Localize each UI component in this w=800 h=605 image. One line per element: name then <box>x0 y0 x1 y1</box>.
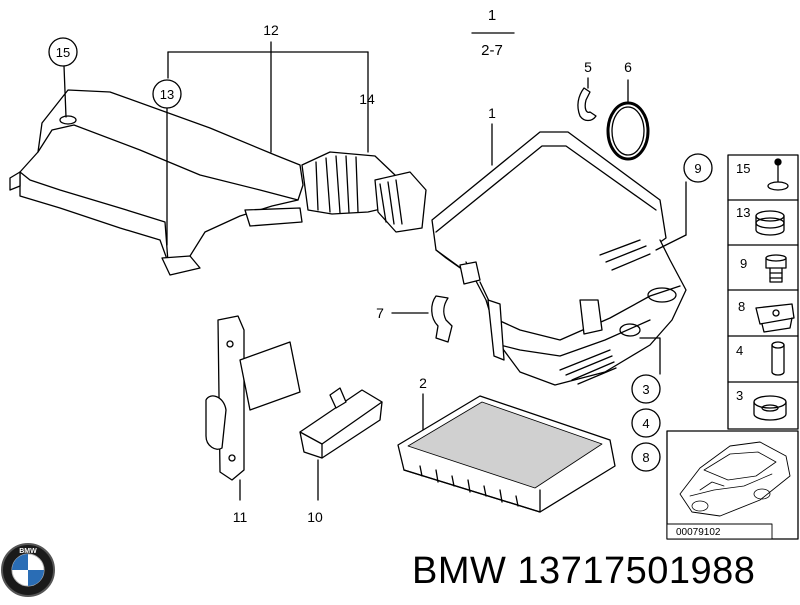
legend-row-4: 4 <box>736 343 743 358</box>
label-7: 7 <box>376 305 384 321</box>
diagram-code: 00079102 <box>676 527 721 538</box>
callouts-3-4-8: 3 4 8 <box>631 337 661 472</box>
callout-13: 13 <box>152 79 182 246</box>
callout-15-text: 15 <box>56 45 70 60</box>
part-number-caption: BMW 13717501988 <box>412 550 756 592</box>
legend-row-8: 8 <box>738 299 745 314</box>
callout-13-text: 13 <box>160 87 174 102</box>
sleeve-4-icon <box>771 341 785 376</box>
rubber-bellow <box>301 151 427 233</box>
label-14: 14 <box>359 91 375 107</box>
label-6: 6 <box>624 59 632 75</box>
label-11: 11 <box>233 509 248 525</box>
label-12: 12 <box>263 22 279 38</box>
assembly-label: 1 2-7 <box>471 7 515 59</box>
assembly-range: 2-7 <box>481 42 503 59</box>
vehicle-thumbnail: 00079102 <box>666 430 799 540</box>
legend-row-3: 3 <box>736 388 743 403</box>
assembly-number: 1 <box>488 7 496 24</box>
label-1: 1 <box>488 105 496 121</box>
ring-6: 6 <box>606 59 650 161</box>
legend-panel: 15 13 9 8 4 3 <box>727 154 799 430</box>
callout-9: 9 <box>655 153 713 251</box>
intake-duct <box>9 89 304 276</box>
bmw-logo: BMW <box>1 543 55 597</box>
air-filter-housing: 1 <box>431 105 687 386</box>
filter-element: 2 <box>397 375 616 513</box>
grommet-13-icon <box>755 210 785 236</box>
callout-3-text: 3 <box>642 382 649 397</box>
logo-text: BMW <box>19 548 37 555</box>
callout-15: 15 <box>48 37 78 118</box>
clip-7: 7 <box>376 295 453 343</box>
clip-nut-8-icon <box>755 303 795 333</box>
clip-5: 5 <box>577 59 597 122</box>
legend-row-13: 13 <box>736 205 750 220</box>
legend-row-15: 15 <box>736 161 750 176</box>
label-5: 5 <box>584 59 592 75</box>
bolt-9-icon <box>765 254 787 283</box>
bracket-12-14: 12 14 <box>167 22 375 153</box>
bracket-11: 11 <box>205 315 301 525</box>
part-10: 10 <box>299 387 383 525</box>
legend-row-9: 9 <box>740 256 747 271</box>
callout-9-text: 9 <box>694 161 701 176</box>
label-10: 10 <box>307 509 323 525</box>
callout-4-text: 4 <box>642 416 649 431</box>
screw-15-icon <box>767 158 789 191</box>
label-2: 2 <box>419 375 427 391</box>
grommet-3-icon <box>753 395 787 421</box>
callout-8-text: 8 <box>642 450 649 465</box>
